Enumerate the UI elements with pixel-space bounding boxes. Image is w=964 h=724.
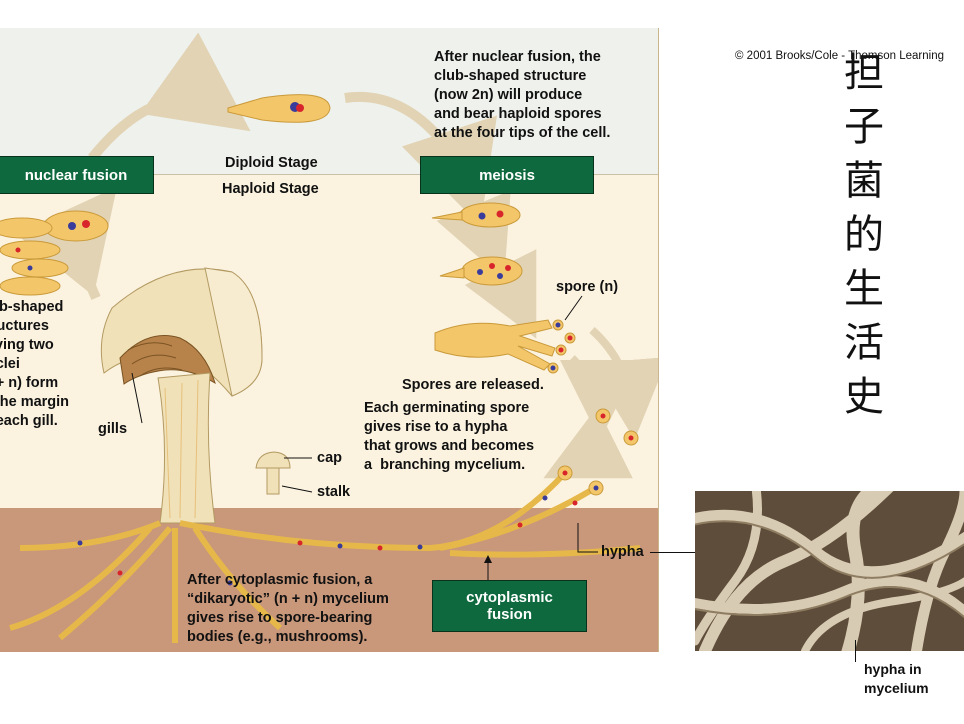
small-mushroom xyxy=(255,451,291,495)
leader-spore xyxy=(564,295,583,321)
gills-label: gills xyxy=(98,421,128,437)
copyright-notice: © 2001 Brooks/Cole - Thomson Learning xyxy=(735,50,944,62)
club-shaped-cells-left xyxy=(0,210,109,296)
after-cytoplasmic-fusion-text: After cytoplasmic fusion, a “dikaryotic”… xyxy=(187,572,389,645)
cytoplasmic-fusion-label: cytoplasmic fusion xyxy=(466,589,553,623)
mushroom-illustration xyxy=(100,267,263,524)
mycelium-micrograph xyxy=(695,491,964,651)
haploid-stage-label: Haploid Stage xyxy=(222,181,319,197)
basidium-with-spores xyxy=(434,319,576,374)
meiosis-label: meiosis xyxy=(479,166,535,184)
leader-stalk xyxy=(281,485,313,493)
stalk-label: stalk xyxy=(317,484,351,500)
meiosis-cell-1 xyxy=(431,202,521,228)
hypha-photo-leader xyxy=(650,552,695,553)
meiosis-cell-2 xyxy=(439,256,523,286)
micrograph-texture xyxy=(695,491,964,651)
mycelium-nuclei xyxy=(77,495,578,586)
arrow-meiosis-2 xyxy=(464,249,537,339)
cycle-arrow-to-top xyxy=(88,32,251,162)
arrow-spores-2 xyxy=(559,355,640,440)
diploid-stage-band xyxy=(0,28,658,175)
arrow-spores-3 xyxy=(543,406,633,479)
germinating-spores xyxy=(557,465,604,496)
life-cycle-diagram: nuclear fusion meiosis cytoplasmic fusio… xyxy=(0,28,659,652)
club-shaped-structures-text: club-shaped structures having two nuclei… xyxy=(0,299,70,429)
nuclear-fusion-label: nuclear fusion xyxy=(24,166,128,184)
germinating-spore-text: Each germinating spore gives rise to a h… xyxy=(364,400,535,473)
spore-label: spore (n) xyxy=(556,279,619,295)
vertical-chinese-title: 担子菌的生活史 xyxy=(844,50,884,420)
after-nuclear-fusion-text: After nuclear fusion, the club-shaped st… xyxy=(434,49,611,141)
cytoplasmic-fusion-box: cytoplasmic fusion xyxy=(432,580,587,632)
diploid-stage-label: Diploid Stage xyxy=(225,155,318,171)
spores-released-text: Spores are released. xyxy=(402,377,544,393)
diploid-cell xyxy=(227,94,331,123)
diagram-artwork xyxy=(0,32,658,643)
leader-gills xyxy=(131,372,143,424)
hypha-in-mycelium-leader xyxy=(855,640,856,662)
meiosis-box: meiosis xyxy=(420,156,594,194)
released-spores xyxy=(595,408,639,446)
nuclear-fusion-box: nuclear fusion xyxy=(0,156,154,194)
cap-label: cap xyxy=(317,450,342,466)
leader-hypha xyxy=(577,523,598,553)
arrow-meiosis-1 xyxy=(436,190,511,280)
hypha-label: hypha xyxy=(601,544,644,560)
hypha-in-mycelium-label: hypha in mycelium xyxy=(864,661,929,696)
